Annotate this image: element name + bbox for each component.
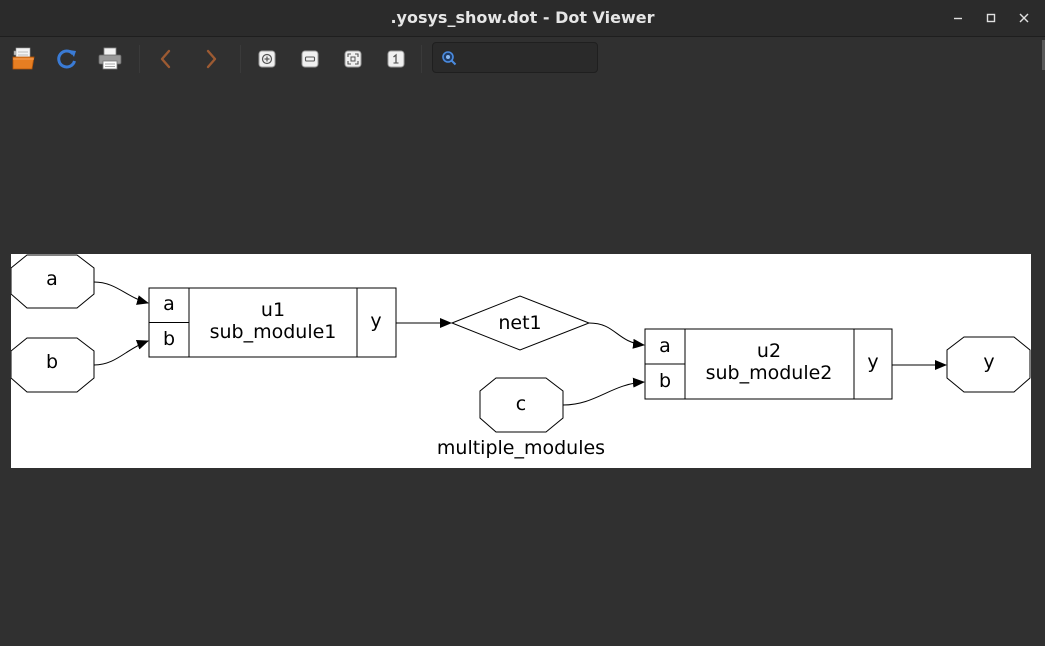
output-label-y: y xyxy=(983,351,994,373)
search-box[interactable] xyxy=(432,42,598,73)
edge-net1-to-u2 xyxy=(588,322,645,349)
cell-u1-name: u1 xyxy=(261,299,285,321)
print-button[interactable] xyxy=(96,45,124,73)
toolbar-separator xyxy=(421,45,422,73)
graph-caption: multiple_modules xyxy=(437,437,605,459)
minimize-button[interactable] xyxy=(948,8,968,28)
zoom-fit-icon xyxy=(344,50,362,68)
printer-icon xyxy=(98,47,122,70)
graph-canvas[interactable]: a b a b u1 xyxy=(0,80,1045,646)
cell-u2-port-y: y xyxy=(867,351,878,373)
cell-u1-port-b: b xyxy=(163,328,175,350)
zoom-out-icon xyxy=(301,50,319,68)
cell-u2[interactable]: a b u2 sub_module2 y xyxy=(644,328,893,400)
input-port-c[interactable]: c xyxy=(479,377,564,433)
zoom-in-icon xyxy=(258,50,276,68)
search-icon xyxy=(442,51,457,66)
edge-a-to-u1 xyxy=(93,281,149,305)
input-label-c: c xyxy=(516,393,526,415)
zoom-out-button[interactable] xyxy=(296,45,324,73)
zoom-in-button[interactable] xyxy=(253,45,281,73)
cell-u2-port-b: b xyxy=(659,370,671,392)
scrollbar-indicator[interactable] xyxy=(1042,40,1045,70)
cell-u2-port-a: a xyxy=(659,335,671,357)
search-input[interactable] xyxy=(463,47,595,70)
input-port-a[interactable]: a xyxy=(11,254,95,309)
graph-svg: a b a b u1 xyxy=(11,254,1031,459)
graph-paper: a b a b u1 xyxy=(11,254,1031,468)
folder-open-icon xyxy=(12,47,35,70)
zoom-100-button[interactable] xyxy=(382,45,410,73)
input-label-b: b xyxy=(46,351,58,373)
net-node-net1[interactable]: net1 xyxy=(450,295,591,351)
title-bar: .yosys_show.dot - Dot Viewer xyxy=(0,0,1045,37)
cell-u1[interactable]: a b u1 sub_module1 y xyxy=(148,287,397,358)
edge-b-to-u1 xyxy=(93,340,149,366)
cell-u1-port-y: y xyxy=(370,310,381,332)
chevron-left-icon xyxy=(160,49,171,69)
reload-icon xyxy=(57,49,76,69)
cell-u1-type: sub_module1 xyxy=(210,321,337,343)
input-port-b[interactable]: b xyxy=(11,337,95,393)
net-label: net1 xyxy=(498,312,541,334)
zoom-100-icon xyxy=(387,50,405,68)
cell-u2-type: sub_module2 xyxy=(706,362,833,384)
minimize-icon xyxy=(954,17,962,20)
output-port-y[interactable]: y xyxy=(946,336,1031,393)
forward-button[interactable] xyxy=(197,45,225,73)
cell-u1-port-a: a xyxy=(163,293,175,315)
zoom-fit-button[interactable] xyxy=(339,45,367,73)
open-file-button[interactable] xyxy=(10,45,38,73)
maximize-button[interactable] xyxy=(981,8,1001,28)
cell-u2-name: u2 xyxy=(757,340,781,362)
close-icon xyxy=(1019,13,1029,23)
chevron-right-icon xyxy=(206,49,217,69)
toolbar-separator xyxy=(240,45,241,73)
toolbar xyxy=(0,37,1045,79)
toolbar-separator xyxy=(139,45,140,73)
close-button[interactable] xyxy=(1014,8,1034,28)
edge-c-to-u2 xyxy=(562,377,645,406)
maximize-icon xyxy=(986,13,996,23)
reload-button[interactable] xyxy=(53,45,81,73)
back-button[interactable] xyxy=(152,45,180,73)
input-label-a: a xyxy=(46,268,58,290)
window-title: .yosys_show.dot - Dot Viewer xyxy=(390,8,655,27)
